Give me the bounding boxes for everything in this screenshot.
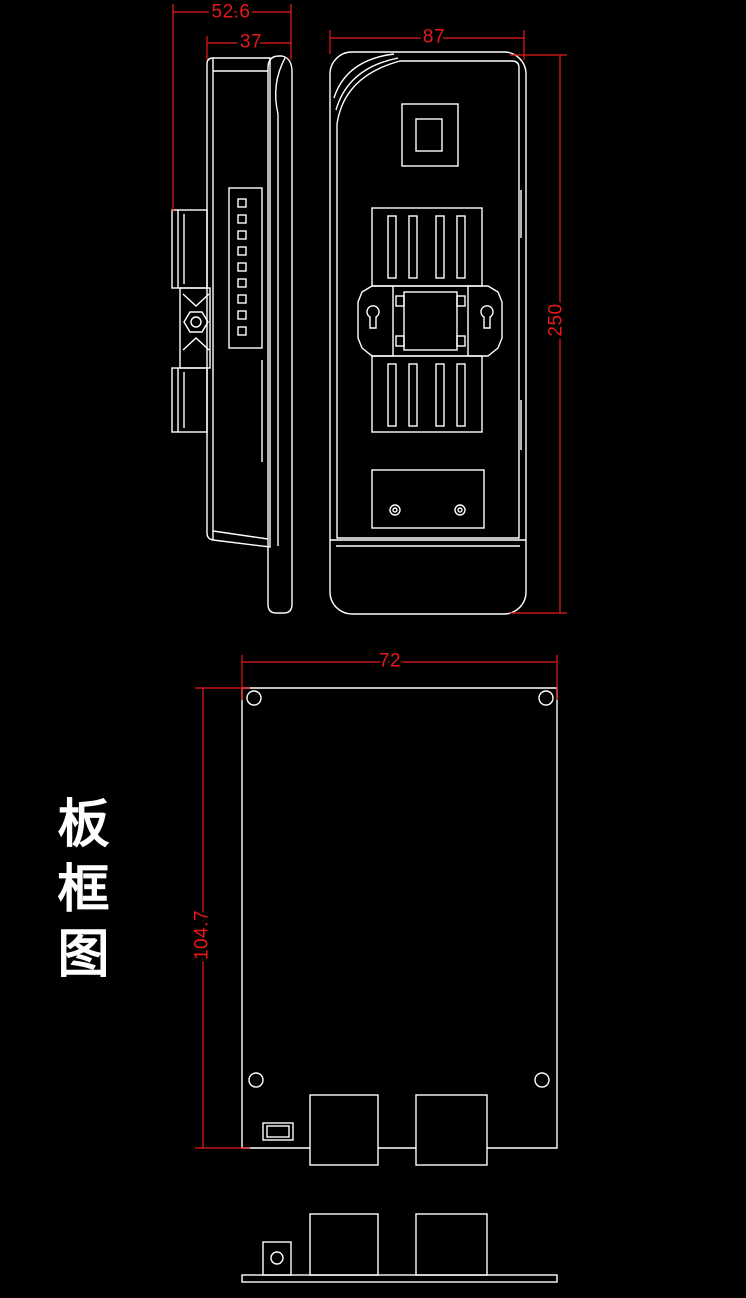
front-view — [329, 51, 527, 615]
board-connector-left — [309, 1094, 379, 1166]
keyhole-icon — [480, 305, 494, 329]
indicator-light — [237, 198, 247, 208]
board-frame — [241, 687, 558, 1166]
dimensions: 52.6 37 87 250 72 104.7 — [172, 0, 570, 1149]
bracket-slot — [408, 363, 418, 427]
board-connector-right — [415, 1094, 488, 1166]
front-bracket-left-wing — [357, 285, 393, 357]
dim-overall-depth-label: 52.6 — [212, 2, 251, 23]
front-screw-center — [457, 507, 463, 513]
front-screw-icon — [454, 504, 466, 516]
bracket-slot — [435, 363, 445, 427]
front-bracket-clamp-tab — [456, 335, 466, 347]
board-side-connector-right — [415, 1213, 488, 1276]
hex-nut-icon — [183, 311, 209, 333]
bracket-slot — [456, 215, 466, 279]
front-status-window-inner — [415, 118, 443, 152]
side-bracket-clamp — [179, 287, 211, 369]
front-body-outline — [329, 51, 527, 615]
front-screw-center — [392, 507, 398, 513]
indicator-light — [237, 230, 247, 240]
board-outline — [241, 687, 558, 1149]
front-bracket-clamp-tab — [395, 295, 405, 307]
board-small-component-inner — [266, 1125, 290, 1138]
side-mount-bracket — [171, 209, 211, 433]
antenna-arc-icon — [335, 57, 399, 111]
front-face-outline — [336, 60, 520, 539]
side-body-outline — [206, 57, 271, 548]
front-mount-bracket — [357, 207, 503, 433]
bracket-slot — [456, 363, 466, 427]
dim-front-width-label: 87 — [423, 27, 445, 48]
front-bracket-clamp-inner — [403, 291, 458, 351]
front-bracket-clamp — [392, 285, 469, 357]
side-indicator-strip — [228, 187, 263, 349]
front-status-window — [401, 103, 459, 167]
mounting-hole — [248, 1072, 264, 1088]
board-side-component — [262, 1241, 292, 1276]
mounting-hole — [534, 1072, 550, 1088]
side-bracket-upper-block — [171, 209, 208, 289]
board-side-plate — [241, 1274, 558, 1283]
bracket-slot — [408, 215, 418, 279]
dim-board-height-label: 104.7 — [192, 910, 213, 960]
bracket-slot — [387, 215, 397, 279]
side-bracket-chevron — [182, 293, 210, 307]
board-frame-title: 板框图 — [48, 796, 108, 991]
mounting-hole — [538, 690, 554, 706]
side-cover-outline — [267, 55, 293, 614]
board-side-component-hole — [270, 1251, 284, 1265]
bracket-slot — [387, 363, 397, 427]
front-screw-icon — [389, 504, 401, 516]
keyhole-icon — [366, 305, 380, 329]
front-bracket-clamp-tab — [395, 335, 405, 347]
indicator-light — [237, 326, 247, 336]
mounting-hole — [246, 690, 262, 706]
dim-board-width-label: 72 — [379, 651, 401, 672]
indicator-light — [237, 262, 247, 272]
dim-front-height-label: 250 — [546, 303, 567, 336]
front-bracket-right-wing — [468, 285, 503, 357]
side-bracket-chevron — [182, 337, 210, 351]
front-bracket-slots — [387, 215, 466, 427]
board-side-connector-left — [309, 1213, 379, 1276]
side-bracket-lower-block — [171, 367, 208, 433]
indicator-light — [237, 278, 247, 288]
hex-nut-bore — [190, 316, 202, 328]
indicator-light — [237, 294, 247, 304]
indicator-light — [237, 246, 247, 256]
front-bracket-clamp-tab — [456, 295, 466, 307]
board-small-component — [262, 1122, 294, 1141]
indicator-light — [237, 310, 247, 320]
dim-body-depth-label: 37 — [240, 32, 262, 53]
antenna-arc-icon — [333, 53, 395, 99]
side-cover-curve — [275, 57, 286, 115]
bracket-slot — [435, 215, 445, 279]
indicator-light — [237, 214, 247, 224]
side-view — [206, 55, 293, 614]
board-side-view — [241, 1213, 558, 1283]
side-body-base-line — [212, 530, 269, 540]
front-label-plate — [371, 469, 485, 529]
side-indicator-lights — [237, 198, 247, 336]
